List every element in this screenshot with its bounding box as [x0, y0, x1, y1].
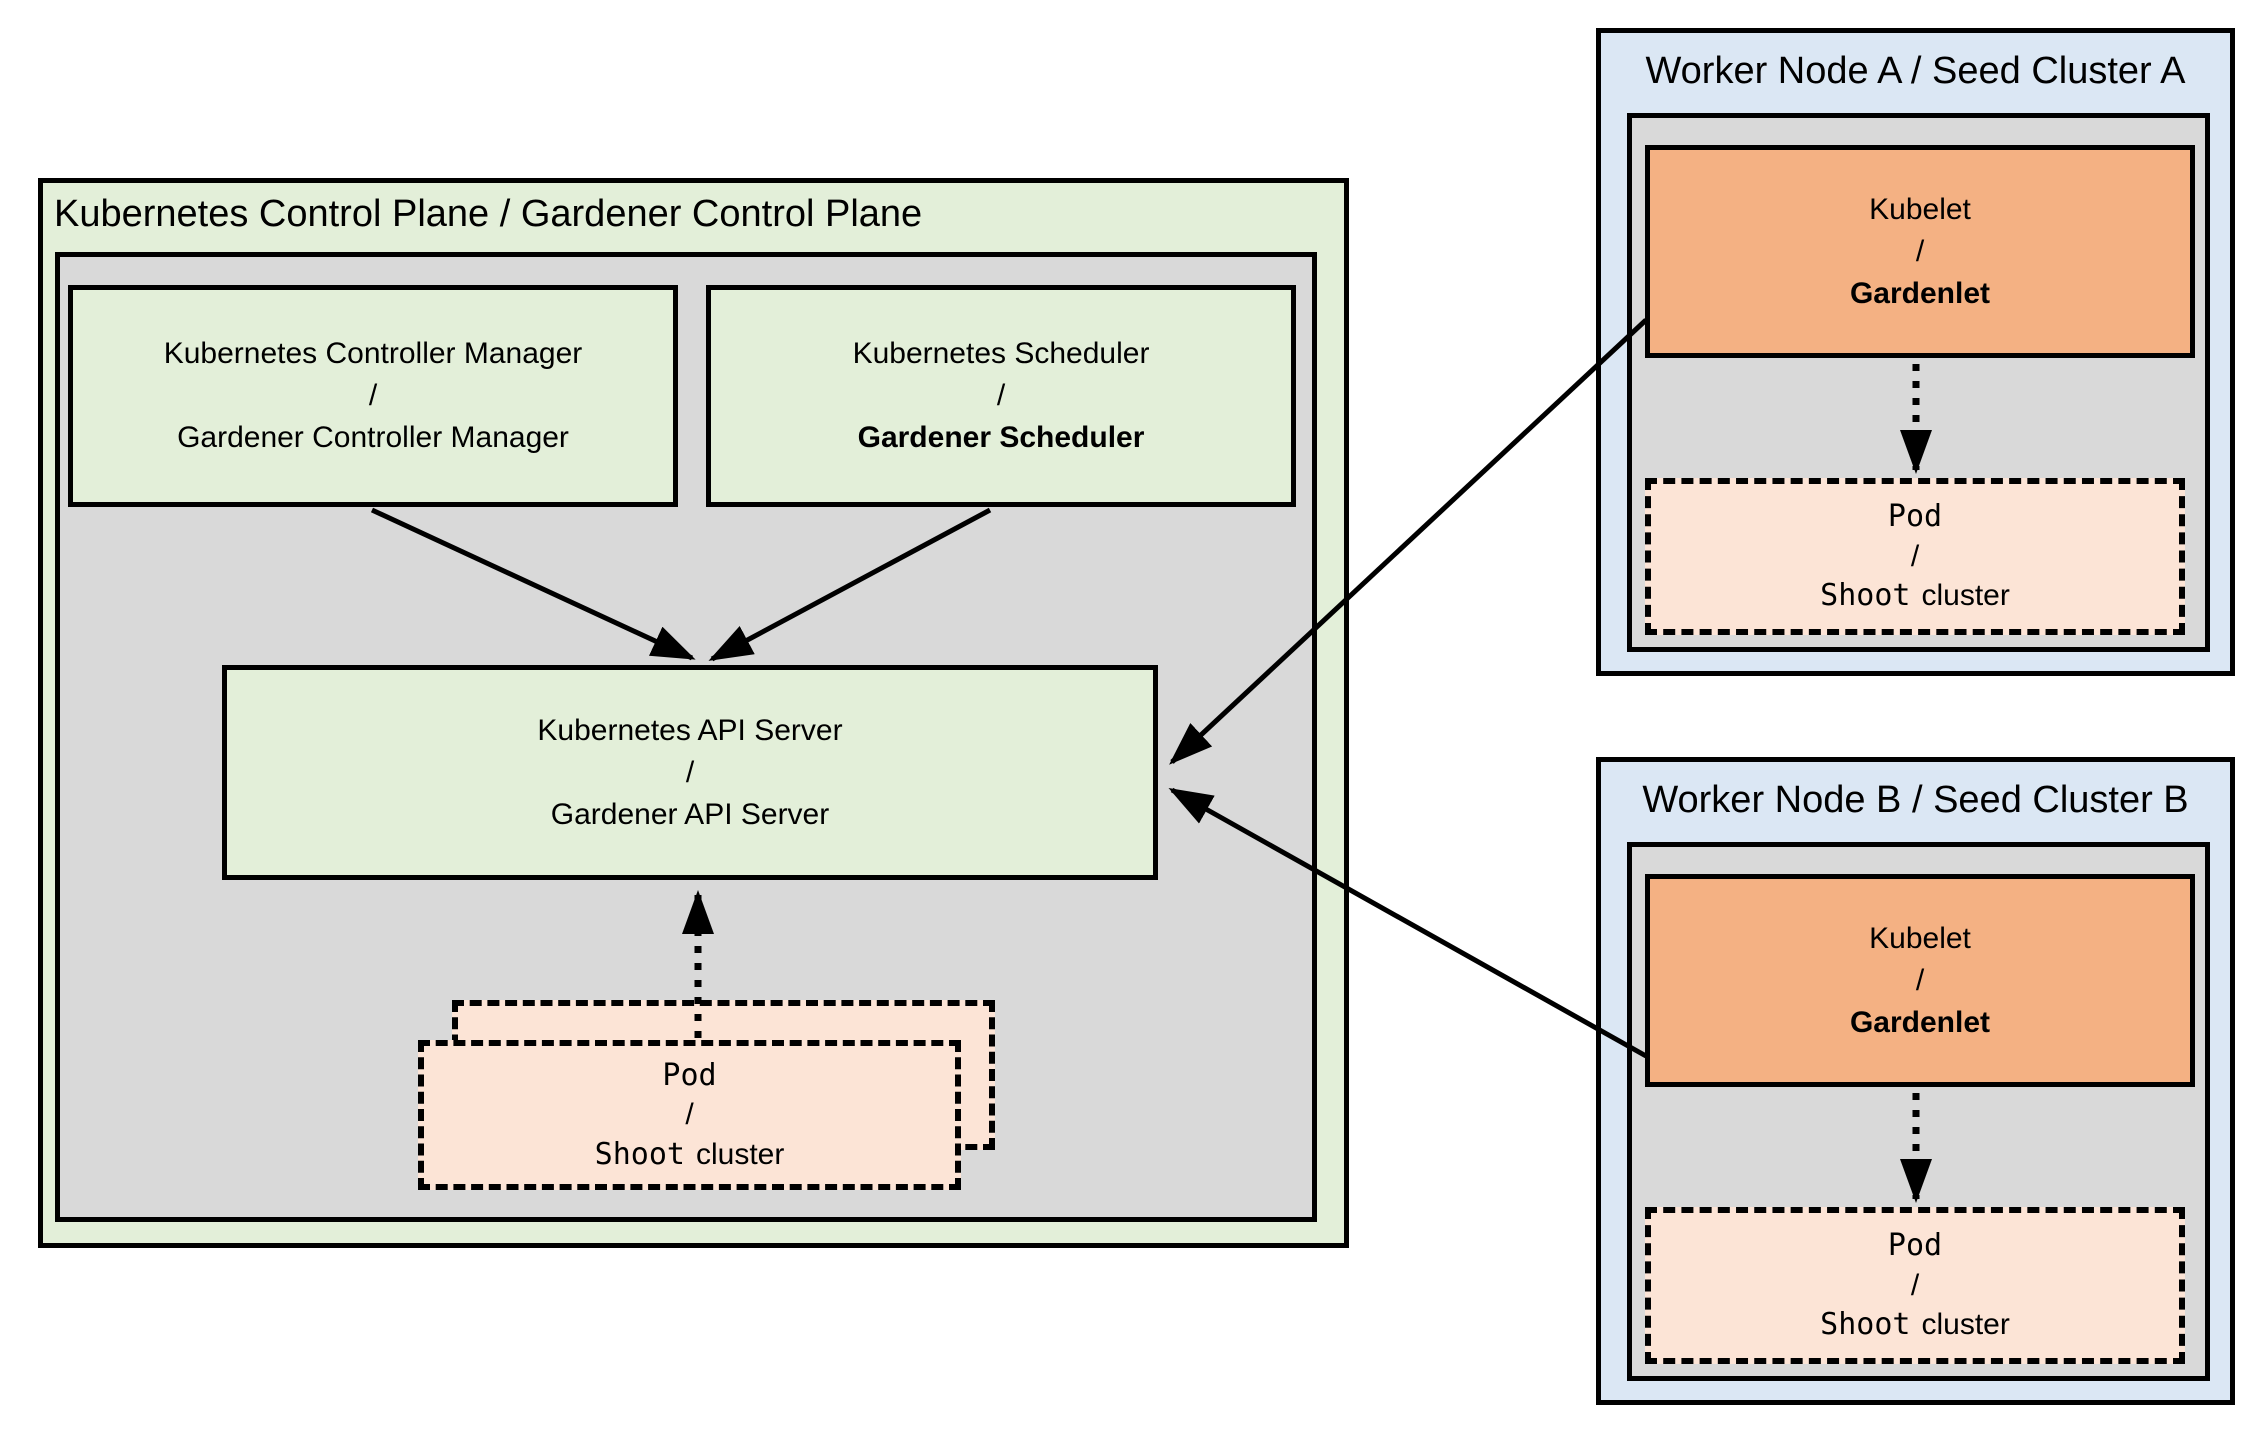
pod-a-line3-code: Shoot — [1820, 578, 1911, 614]
kubelet-a-label: Kubelet / Gardenlet — [1645, 145, 2195, 358]
pod-a-label: Pod / Shoot cluster — [1645, 478, 2185, 635]
pod-line3-code: Shoot — [594, 1136, 685, 1172]
kubelet-b-separator: / — [1915, 963, 1925, 997]
kubelet-a-line2: Gardenlet — [1849, 276, 1991, 310]
pod-line3: Shoot cluster — [595, 1135, 785, 1175]
pod-line1: Pod — [662, 1057, 717, 1093]
pod-a-line3-text: cluster — [1921, 579, 2010, 613]
scheduler-line2: Gardener Scheduler — [857, 421, 1145, 454]
scheduler-line1: Kubernetes Scheduler — [852, 337, 1150, 370]
pod-line3-text: cluster — [695, 1137, 785, 1171]
worker-node-a-title: Worker Node A / Seed Cluster A — [1645, 50, 2186, 93]
pod-b-line3-code: Shoot — [1820, 1307, 1911, 1343]
pod-a-box — [1645, 478, 2185, 635]
api-server-line1: Kubernetes API Server — [537, 713, 843, 747]
pod-a-line1: Pod — [1887, 499, 1943, 535]
kubelet-b-line2: Gardenlet — [1849, 1005, 1991, 1039]
kubelet-a-box — [1645, 145, 2195, 358]
scheduler-label: Kubernetes Scheduler / Gardener Schedule… — [706, 285, 1296, 507]
pod-shoot-cluster-front-box — [418, 1040, 961, 1190]
api-server-separator: / — [685, 755, 695, 789]
pod-b-separator: / — [1910, 1268, 1920, 1302]
worker-node-b-title: Worker Node B / Seed Cluster B — [1642, 779, 2189, 822]
api-server-label: Kubernetes API Server / Gardener API Ser… — [222, 665, 1158, 880]
controller-manager-separator: / — [368, 379, 378, 412]
api-server-box — [222, 665, 1158, 880]
pod-b-line3: Shoot cluster — [1820, 1305, 2010, 1345]
kubelet-b-label: Kubelet / Gardenlet — [1645, 874, 2195, 1087]
pod-b-line1: Pod — [1887, 1228, 1943, 1264]
pod-b-box — [1645, 1207, 2185, 1364]
pod-a-line3: Shoot cluster — [1820, 576, 2010, 616]
pod-a-separator: / — [1910, 539, 1920, 573]
kubelet-a-separator: / — [1915, 234, 1925, 268]
controller-manager-line1: Kubernetes Controller Manager — [163, 337, 583, 370]
control-plane-title: Kubernetes Control Plane / Gardener Cont… — [54, 193, 923, 235]
pod-b-line3-text: cluster — [1921, 1308, 2010, 1342]
controller-manager-box — [68, 285, 678, 507]
kubelet-a-line1: Kubelet — [1869, 192, 1971, 226]
api-server-line2: Gardener API Server — [550, 797, 830, 831]
kubelet-b-line1: Kubelet — [1869, 921, 1971, 955]
pod-shoot-cluster-label: Pod / Shoot cluster — [418, 1040, 961, 1190]
kubelet-b-box — [1645, 874, 2195, 1087]
pod-separator: / — [685, 1098, 694, 1132]
scheduler-separator: / — [996, 379, 1006, 412]
pod-b-label: Pod / Shoot cluster — [1645, 1207, 2185, 1364]
controller-manager-line2: Gardener Controller Manager — [177, 421, 569, 454]
controller-manager-label: Kubernetes Controller Manager / Gardener… — [68, 285, 678, 507]
